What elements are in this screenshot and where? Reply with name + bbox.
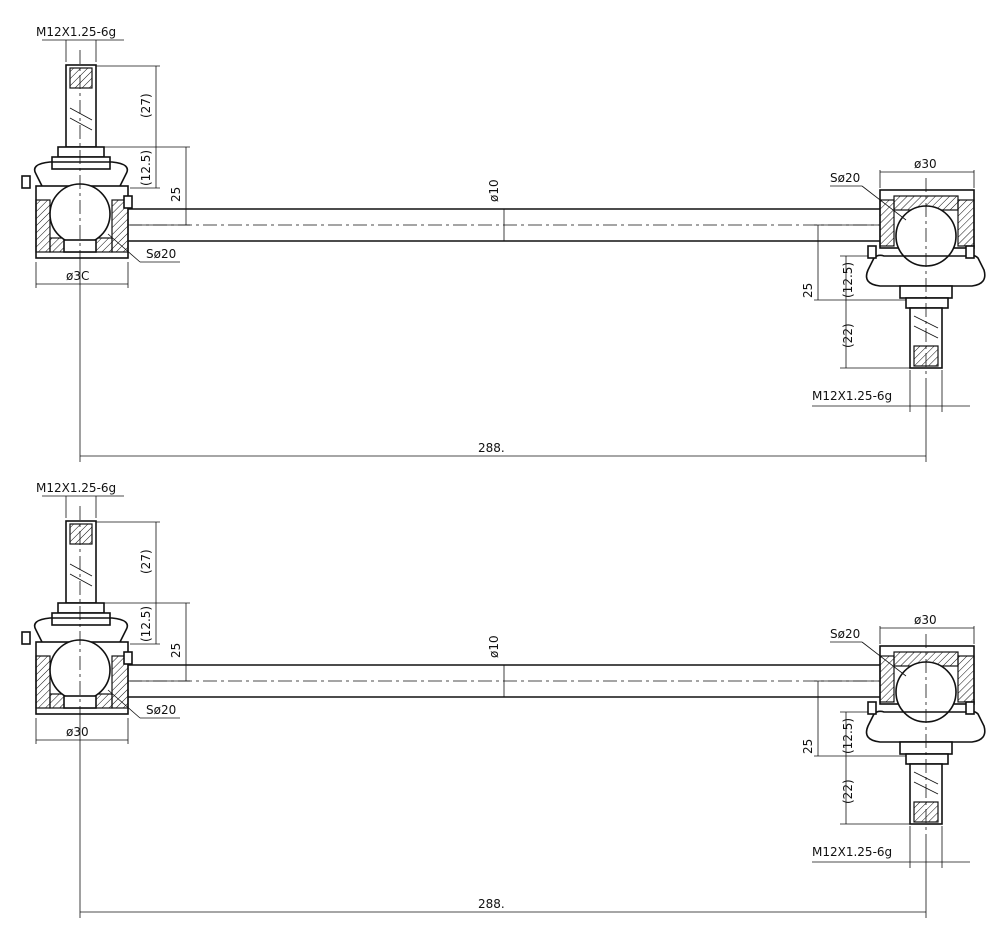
dim-27-label: (27) <box>139 93 153 118</box>
drawing-bottom: M12X1.25-6g (27) (12.5) 25 ø10 Sø20 ø30 … <box>21 481 986 918</box>
dimension-labels: M12X1.25-6g (27) (12.5) 25 ø10 Sø20 ø30 … <box>36 481 937 911</box>
dim-housing-label-left: ø3C <box>66 269 89 283</box>
right-ball-joint <box>865 178 986 380</box>
thread-label-right: M12X1.25-6g <box>812 389 892 403</box>
dim-length-label: 288. <box>478 897 505 911</box>
dim-12-5-label-left: (12.5) <box>139 606 153 642</box>
right-ball-joint <box>865 634 986 836</box>
dim-rod-label: ø10 <box>487 635 501 658</box>
dim-housing-label-right: ø30 <box>914 157 937 171</box>
dimension-lines <box>35 39 975 462</box>
left-ball-joint <box>21 50 133 262</box>
dim-housing-label-right: ø30 <box>914 613 937 627</box>
dim-22-label: (22) <box>841 323 855 348</box>
thread-label-left: M12X1.25-6g <box>36 481 116 495</box>
left-ball-joint <box>21 506 133 718</box>
dim-length-label: 288. <box>478 441 505 455</box>
dim-27-label: (27) <box>139 549 153 574</box>
dim-25-label-left: 25 <box>169 643 183 658</box>
dim-22-label: (22) <box>841 779 855 804</box>
dim-sphere-label-left: Sø20 <box>146 247 176 261</box>
dim-rod-label: ø10 <box>487 179 501 202</box>
dim-25-label-right: 25 <box>801 739 815 754</box>
thread-label-right: M12X1.25-6g <box>812 845 892 859</box>
dim-housing-label-left: ø30 <box>66 725 89 739</box>
thread-label-left: M12X1.25-6g <box>36 25 116 39</box>
dim-25-label-left: 25 <box>169 187 183 202</box>
dim-25-label-right: 25 <box>801 283 815 298</box>
dim-sphere-label-right: Sø20 <box>830 171 860 185</box>
dim-sphere-label-right: Sø20 <box>830 627 860 641</box>
dimension-labels: M12X1.25-6g (27) (12.5) 25 ø10 Sø20 ø3C … <box>36 25 937 455</box>
dim-12-5-label-right: (12.5) <box>841 262 855 298</box>
dimension-lines <box>35 495 975 918</box>
drawing-top: M12X1.25-6g (27) (12.5) 25 ø10 Sø20 ø3C … <box>21 25 986 462</box>
dim-12-5-label-left: (12.5) <box>139 150 153 186</box>
dim-sphere-label-left: Sø20 <box>146 703 176 717</box>
dim-12-5-label-right: (12.5) <box>841 718 855 754</box>
